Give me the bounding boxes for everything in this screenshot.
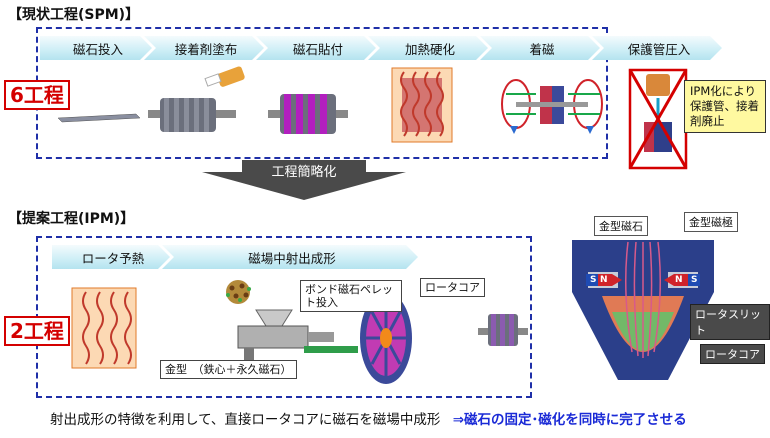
mold-pole-n-right: N xyxy=(675,275,683,285)
rotor-magnet-illustration xyxy=(268,94,348,134)
rotor-glue-illustration xyxy=(148,66,245,132)
mold-field-diagram xyxy=(572,240,714,380)
mold-pole-s-left: S xyxy=(590,275,597,285)
ipm-section-title: 【提案工程(IPM)】 xyxy=(8,211,135,227)
ipm-illustrations xyxy=(71,280,528,384)
preheat-illustration xyxy=(71,287,137,369)
ipm-step-2: 磁場中射出成形 xyxy=(162,245,418,269)
pellet-illustration xyxy=(226,280,251,304)
magnet-bar-illustration xyxy=(57,113,141,123)
spm-step-2-label: 接着剤塗布 xyxy=(174,41,238,57)
rotor-core-disk-illustration xyxy=(360,292,412,384)
heating-illustration xyxy=(391,67,453,143)
ipm-step-1-label: ロータ予熱 xyxy=(81,250,145,266)
mold-pole-label: 金型磁極 xyxy=(684,212,738,232)
rotor-core-label: ロータコア xyxy=(700,344,765,364)
spm-step-1: 磁石投入 xyxy=(40,36,152,60)
ipm-benefit-note: IPM化により保護管、接着剤廃止 xyxy=(684,80,766,133)
ipm-step-1: ロータ予熱 xyxy=(52,245,170,269)
rotor-core-callout: ロータコア xyxy=(420,278,485,297)
pellet-callout-text: ボンド磁石ペレット投入 xyxy=(305,283,393,309)
protective-tube-illustration xyxy=(628,68,688,170)
spm-step-4: 加熱硬化 xyxy=(368,36,488,60)
spm-step-3: 磁石貼付 xyxy=(256,36,376,60)
spm-step-count-badge: 6工程 xyxy=(4,80,70,110)
spm-step-5: 着磁 xyxy=(480,36,600,60)
mold-pole-s-right: S xyxy=(691,275,698,285)
pellet-callout: ボンド磁石ペレット投入 xyxy=(300,280,402,312)
ipm-step-count-badge: 2工程 xyxy=(4,316,70,346)
ipm-step-2-label: 磁場中射出成形 xyxy=(248,250,336,266)
bottom-note-text: 射出成形の特徴を利用して、直接ロータコアに磁石を磁場中成形 xyxy=(50,412,441,428)
mold-callout: 金型 （鉄心＋永久磁石） xyxy=(160,360,297,379)
spm-step-1-label: 磁石投入 xyxy=(72,41,123,57)
rotor-slit-label: ロータスリット xyxy=(690,304,770,340)
mold-pole-n-left: N xyxy=(600,275,608,285)
bottom-note-highlight: ⇒磁石の固定･磁化を同時に完了させる xyxy=(452,412,687,428)
mold-magnet-label: 金型磁石 xyxy=(594,216,648,236)
simplify-arrow xyxy=(202,160,406,200)
spm-step-6-label: 保護管圧入 xyxy=(627,41,691,57)
spm-step-6: 保護管圧入 xyxy=(592,36,722,60)
spm-step-3-label: 磁石貼付 xyxy=(292,41,343,57)
spm-illustrations xyxy=(57,66,688,170)
simplify-label: 工程簡略化 xyxy=(271,165,337,180)
spm-step-5-label: 着磁 xyxy=(529,41,555,57)
bottom-note: 射出成形の特徴を利用して、直接ロータコアに磁石を磁場中成形 ⇒磁石の固定･磁化を… xyxy=(50,408,687,428)
finished-rotor-illustration xyxy=(478,314,528,346)
spm-step-4-label: 加熱硬化 xyxy=(404,41,455,57)
spm-section-title: 【現状工程(SPM)】 xyxy=(8,7,140,23)
magnetization-illustration xyxy=(501,79,603,134)
spm-step-2: 接着剤塗布 xyxy=(144,36,264,60)
